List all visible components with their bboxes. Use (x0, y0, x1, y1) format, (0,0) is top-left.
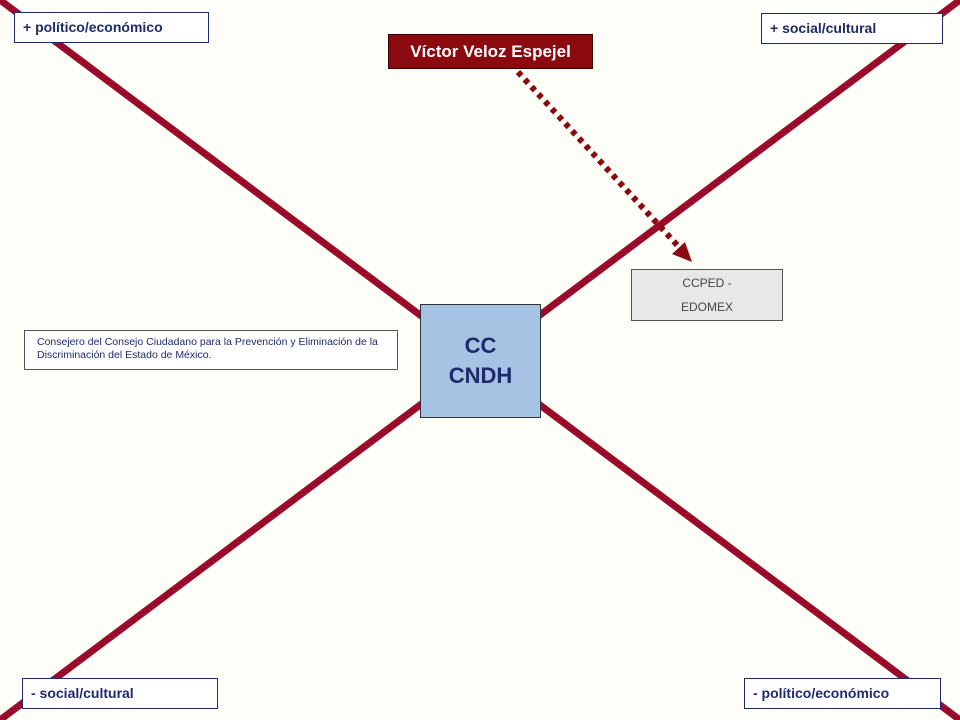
dotted-arrow-line (515, 69, 681, 249)
organization-line-1: CCPED - (682, 276, 732, 290)
person-name-box: Víctor Veloz Espejel (388, 34, 593, 69)
description-text: Consejero del Consejo Ciudadano para la … (37, 336, 378, 361)
organization-box: CCPED - EDOMEX (631, 269, 783, 321)
description-box: Consejero del Consejo Ciudadano para la … (24, 330, 398, 370)
corner-label-top-right: + social/cultural (761, 13, 943, 44)
center-node: CC CNDH (420, 304, 541, 418)
center-line-2: CNDH (448, 363, 513, 388)
corner-label-bottom-left: - social/cultural (22, 678, 218, 709)
corner-label-bottom-right: - político/económico (744, 678, 941, 709)
center-line-1: CC (464, 333, 497, 358)
arrow-head-icon (672, 242, 692, 262)
corner-label-top-left: + político/económico (14, 12, 209, 43)
organization-line-2: EDOMEX (680, 300, 733, 314)
person-name: Víctor Veloz Espejel (410, 41, 571, 61)
